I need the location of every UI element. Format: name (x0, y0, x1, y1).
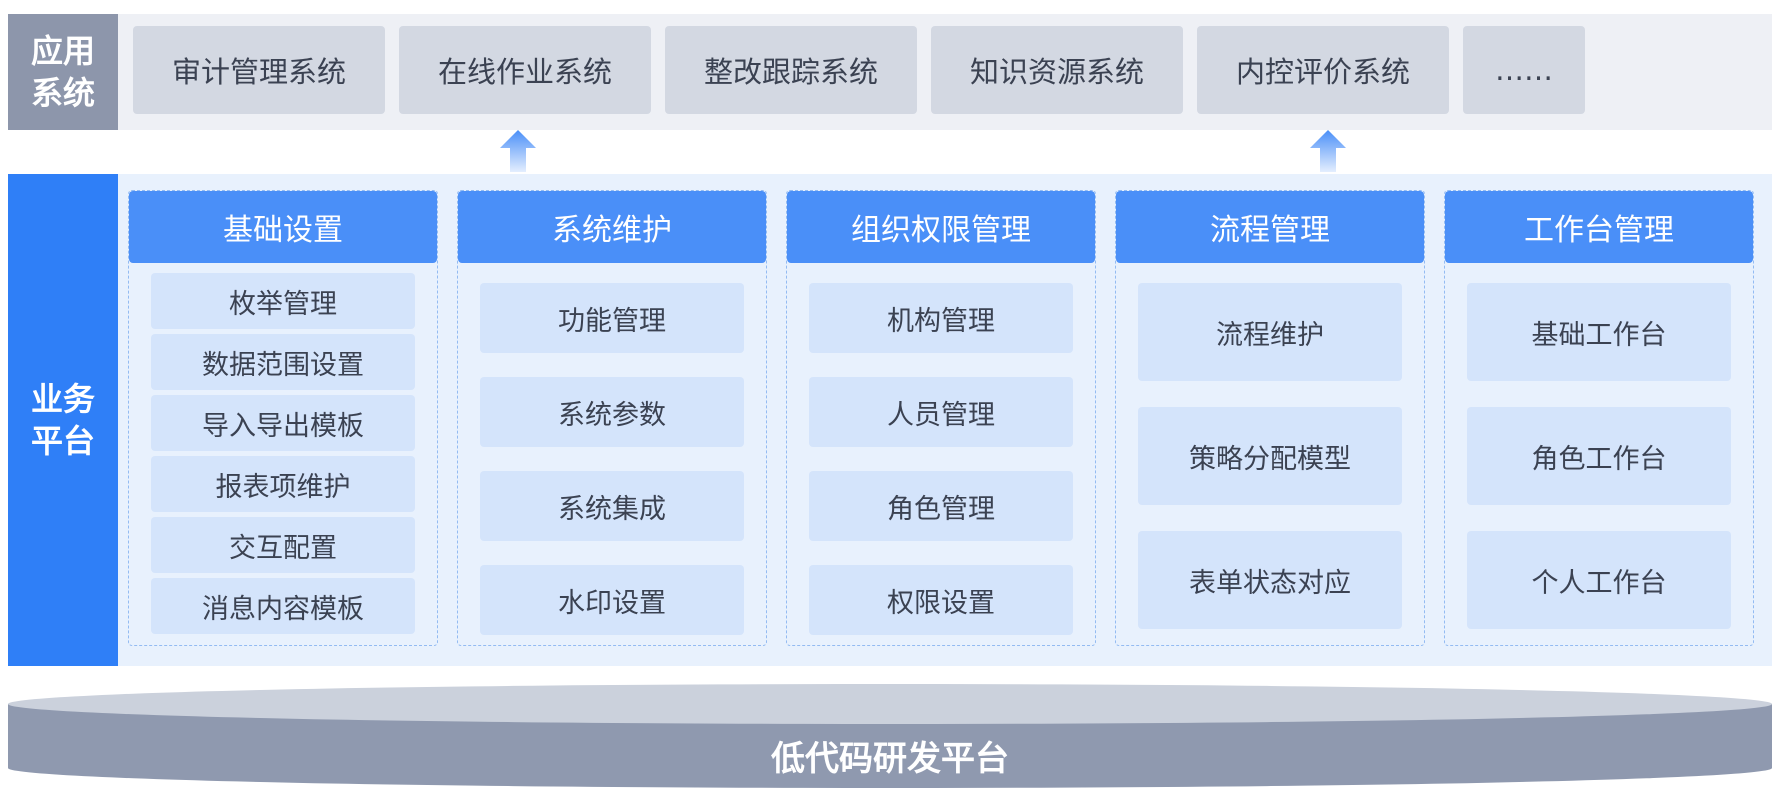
module-item[interactable]: 策略分配模型 (1138, 407, 1402, 505)
module-header[interactable]: 流程管理 (1116, 191, 1424, 263)
module-item[interactable]: 人员管理 (809, 377, 1073, 447)
module-item[interactable]: 功能管理 (480, 283, 744, 353)
module-item[interactable]: 交互配置 (151, 517, 415, 573)
module-item[interactable]: 权限设置 (809, 565, 1073, 635)
business-platform-label: 业务 平台 (8, 174, 118, 666)
module-system-maintenance: 系统维护 功能管理 系统参数 系统集成 水印设置 (457, 190, 767, 646)
module-item[interactable]: 基础工作台 (1467, 283, 1731, 381)
module-item[interactable]: 表单状态对应 (1138, 531, 1402, 629)
app-system-label-line2: 系统 (30, 74, 95, 112)
app-item-more[interactable]: …… (1463, 26, 1585, 114)
app-item-rectification-tracking[interactable]: 整改跟踪系统 (665, 26, 917, 114)
app-system-items: 审计管理系统 在线作业系统 整改跟踪系统 知识资源系统 内控评价系统 …… (133, 26, 1763, 114)
module-header[interactable]: 系统维护 (458, 191, 766, 263)
business-platform-row: 业务 平台 基础设置 枚举管理 数据范围设置 导入导出模板 报表项维护 交互配置… (8, 174, 1772, 666)
app-system-label: 应用 系统 (8, 14, 118, 130)
module-item[interactable]: 流程维护 (1138, 283, 1402, 381)
low-code-platform-label: 低代码研发平台 (771, 738, 1009, 779)
up-arrow-icon (1310, 130, 1346, 172)
app-item-online-work[interactable]: 在线作业系统 (399, 26, 651, 114)
module-item[interactable]: 枚举管理 (151, 273, 415, 329)
module-workbench-management: 工作台管理 基础工作台 角色工作台 个人工作台 (1444, 190, 1754, 646)
module-basic-settings: 基础设置 枚举管理 数据范围设置 导入导出模板 报表项维护 交互配置 消息内容模… (128, 190, 438, 646)
module-item[interactable]: 导入导出模板 (151, 395, 415, 451)
module-item[interactable]: 系统集成 (480, 471, 744, 541)
app-item-audit-management[interactable]: 审计管理系统 (133, 26, 385, 114)
low-code-platform: 低代码研发平台 (8, 684, 1772, 792)
module-header[interactable]: 基础设置 (129, 191, 437, 263)
module-org-permission-management: 组织权限管理 机构管理 人员管理 角色管理 权限设置 (786, 190, 1096, 646)
module-item[interactable]: 角色管理 (809, 471, 1073, 541)
up-arrow-icon (500, 130, 536, 172)
module-item[interactable]: 消息内容模板 (151, 578, 415, 634)
module-header[interactable]: 工作台管理 (1445, 191, 1753, 263)
low-code-platform-top (8, 684, 1772, 724)
module-item[interactable]: 报表项维护 (151, 456, 415, 512)
module-item[interactable]: 系统参数 (480, 377, 744, 447)
module-item[interactable]: 角色工作台 (1467, 407, 1731, 505)
app-system-label-line1: 应用 (30, 32, 95, 70)
app-item-knowledge-resource[interactable]: 知识资源系统 (931, 26, 1183, 114)
module-item[interactable]: 水印设置 (480, 565, 744, 635)
module-header[interactable]: 组织权限管理 (787, 191, 1095, 263)
business-platform-label-line2: 平台 (30, 422, 95, 460)
business-platform-label-line1: 业务 (30, 380, 95, 418)
app-item-internal-control-evaluation[interactable]: 内控评价系统 (1197, 26, 1449, 114)
module-item[interactable]: 机构管理 (809, 283, 1073, 353)
module-item[interactable]: 个人工作台 (1467, 531, 1731, 629)
module-item[interactable]: 数据范围设置 (151, 334, 415, 390)
app-system-row: 应用 系统 审计管理系统 在线作业系统 整改跟踪系统 知识资源系统 内控评价系统… (8, 14, 1772, 130)
module-process-management: 流程管理 流程维护 策略分配模型 表单状态对应 (1115, 190, 1425, 646)
